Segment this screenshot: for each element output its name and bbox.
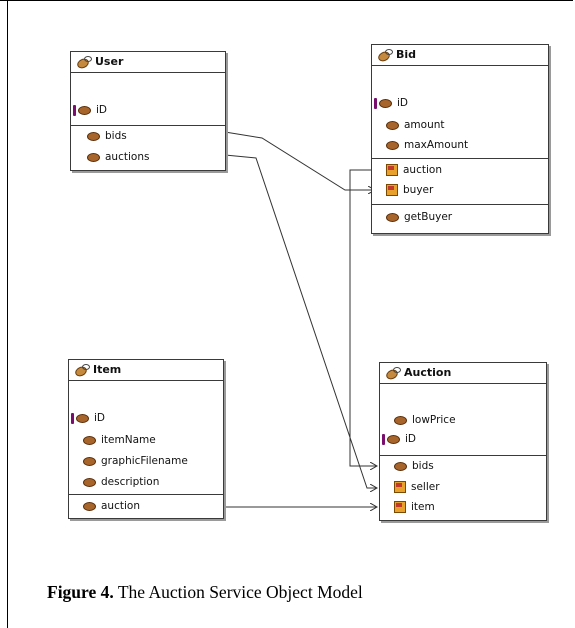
- frame-top-border: [0, 0, 573, 1]
- class-user[interactable]: User iD bids auctions: [70, 51, 226, 171]
- attribute-row: graphicFilename: [83, 452, 188, 470]
- class-item-header: Item: [69, 360, 223, 381]
- class-bid-relations: auction buyer: [372, 159, 548, 205]
- entity-reference-icon: [386, 164, 398, 176]
- attribute-icon: [386, 212, 399, 222]
- class-item-operations: auction: [69, 495, 223, 518]
- class-bid-attributes: iD amount maxAmount: [372, 66, 548, 159]
- attribute-icon: [83, 477, 96, 487]
- class-icon: [386, 367, 401, 378]
- attribute-row: maxAmount: [386, 136, 468, 154]
- attribute-icon: [386, 120, 399, 130]
- attribute-icon: [387, 434, 400, 444]
- class-item-attributes: iD itemName graphicFilename description: [69, 381, 223, 495]
- class-auction-relations: bids seller item: [380, 456, 546, 520]
- attribute-row: lowPrice: [394, 411, 456, 429]
- attribute-row: description: [83, 473, 159, 491]
- entity-reference-icon: [386, 184, 398, 196]
- class-item-name: Item: [93, 363, 122, 376]
- attribute-icon: [78, 105, 91, 115]
- primary-key-icon: [382, 433, 385, 445]
- figure-caption-label: Figure 4.: [47, 582, 114, 602]
- attribute-row: itemName: [83, 431, 156, 449]
- class-auction[interactable]: Auction lowPrice iD bids seller item: [379, 362, 547, 521]
- class-auction-name: Auction: [404, 366, 452, 379]
- class-user-attributes: iD: [71, 73, 225, 126]
- operation-row: auction: [83, 497, 140, 515]
- attribute-icon: [87, 131, 100, 141]
- class-icon: [378, 49, 393, 60]
- class-auction-attributes: lowPrice iD: [380, 384, 546, 456]
- attribute-icon: [394, 415, 407, 425]
- primary-key-icon: [374, 97, 377, 109]
- figure-caption: Figure 4. The Auction Service Object Mod…: [47, 582, 363, 603]
- class-icon: [77, 56, 92, 67]
- class-bid-name: Bid: [396, 48, 417, 61]
- primary-key-icon: [71, 412, 74, 424]
- attribute-icon: [87, 152, 100, 162]
- class-icon: [75, 364, 90, 375]
- attribute-icon: [386, 140, 399, 150]
- figure-caption-text: The Auction Service Object Model: [113, 582, 363, 602]
- operation-row: auctions: [87, 148, 149, 166]
- attribute-row: iD: [73, 101, 107, 119]
- operation-row: bids: [87, 127, 127, 145]
- entity-reference-icon: [394, 501, 406, 513]
- link-user-bids-to-bid-buyer: [225, 132, 375, 190]
- attribute-icon: [83, 435, 96, 445]
- class-bid[interactable]: Bid iD amount maxAmount auction buyer ge…: [371, 44, 549, 234]
- relation-row: auction: [386, 161, 442, 179]
- class-item[interactable]: Item iD itemName graphicFilename descrip…: [68, 359, 224, 519]
- attribute-row: iD: [71, 409, 105, 427]
- class-auction-header: Auction: [380, 363, 546, 384]
- attribute-row: iD: [374, 94, 408, 112]
- attribute-icon: [83, 456, 96, 466]
- link-user-auctions-to-auction-seller: [225, 155, 377, 488]
- entity-reference-icon: [394, 481, 406, 493]
- attribute-row: iD: [382, 430, 416, 448]
- frame-left-border: [7, 0, 8, 628]
- attribute-row: amount: [386, 116, 445, 134]
- attribute-icon: [76, 413, 89, 423]
- attribute-icon: [379, 98, 392, 108]
- relation-row: item: [394, 498, 435, 516]
- relation-row: buyer: [386, 181, 433, 199]
- relation-row: bids: [394, 457, 434, 475]
- class-user-name: User: [95, 55, 124, 68]
- primary-key-icon: [73, 104, 76, 116]
- attribute-icon: [394, 461, 407, 471]
- class-user-header: User: [71, 52, 225, 73]
- class-bid-operations: getBuyer: [372, 205, 548, 233]
- class-bid-header: Bid: [372, 45, 548, 66]
- class-user-operations: bids auctions: [71, 126, 225, 169]
- operation-row: getBuyer: [386, 208, 452, 226]
- relation-row: seller: [394, 478, 440, 496]
- attribute-icon: [83, 501, 96, 511]
